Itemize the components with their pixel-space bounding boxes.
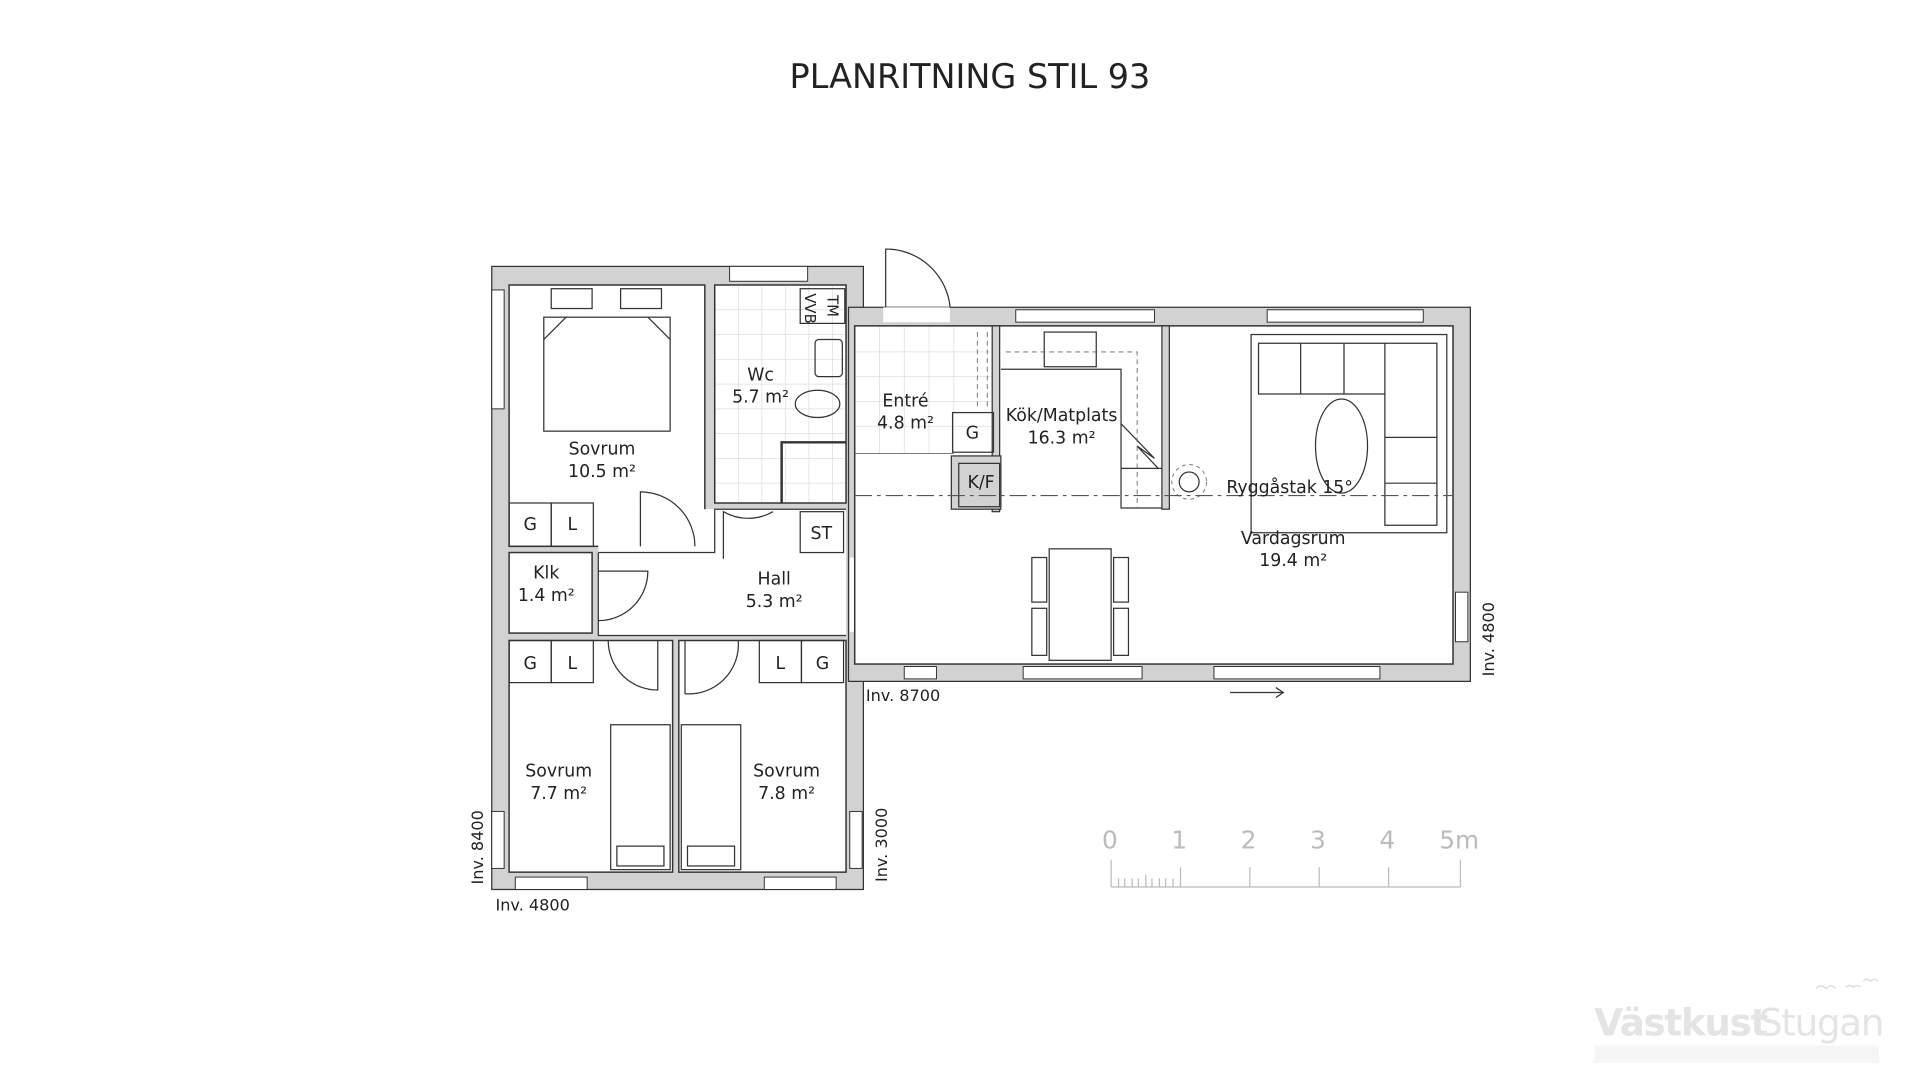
- logo: Västkust Stugan: [1594, 978, 1884, 1063]
- wardrobe-label: G: [816, 654, 829, 674]
- wardrobe-label: G: [523, 515, 536, 535]
- room-area: 4.8 m²: [877, 414, 934, 434]
- room-name: Wc: [747, 365, 774, 385]
- washer-label: TM: [823, 294, 841, 317]
- room-name: Vardagsrum: [1241, 529, 1346, 549]
- dimension-label: Inv. 4800: [1479, 602, 1498, 676]
- room-area: 10.5 m²: [568, 462, 636, 482]
- room-area: 16.3 m²: [1028, 429, 1096, 449]
- room-name: Hall: [758, 570, 791, 590]
- room-area: 19.4 m²: [1259, 551, 1327, 571]
- linen-label: L: [567, 515, 577, 535]
- page-title: PLANRITNING STIL 93: [790, 57, 1151, 96]
- dimension-label: Inv. 3000: [872, 808, 891, 882]
- room-name: Klk: [533, 564, 559, 584]
- scale-bar: 0 1 2 3 4 5m: [1102, 826, 1479, 888]
- rooms: [508, 284, 1454, 873]
- doors: [598, 248, 951, 695]
- birds-icon: [1815, 978, 1879, 990]
- room-area: 5.3 m²: [746, 592, 803, 612]
- logo-text-light: Stugan: [1759, 1002, 1883, 1045]
- linen-label: L: [567, 654, 577, 674]
- room-area: 1.4 m²: [518, 586, 575, 606]
- room-area: 7.8 m²: [758, 784, 815, 804]
- storage-label: ST: [810, 524, 832, 544]
- scale-tick-label: 0: [1102, 826, 1118, 855]
- scale-tick-label: 3: [1310, 826, 1326, 855]
- room-name: Kök/Matplats: [1006, 406, 1118, 426]
- room-labels: Sovrum 10.5 m² Wc 5.7 m² Entré 4.8 m² Kö…: [518, 293, 1353, 804]
- furniture: [508, 288, 1454, 871]
- scale-tick-label: 2: [1241, 826, 1257, 855]
- room-area: 5.7 m²: [732, 388, 789, 408]
- room-name: Sovrum: [569, 440, 636, 460]
- room-name: Sovrum: [525, 762, 592, 782]
- scale-tick-label: 4: [1379, 826, 1395, 855]
- wardrobe-label: G: [966, 424, 979, 444]
- scale-tick-label: 5m: [1439, 826, 1479, 855]
- dimensions: Inv. 8700 Inv. 4800 Inv. 8400 Inv. 3000 …: [468, 602, 1498, 915]
- logo-text-bold: Västkust: [1594, 1002, 1767, 1045]
- roof-note: Ryggåstak 15°: [1226, 477, 1353, 498]
- dimension-label: Inv. 8400: [468, 810, 487, 884]
- scale-tick-label: 1: [1171, 826, 1187, 855]
- water-heater-label: VVB: [801, 293, 819, 324]
- wardrobe-label: G: [523, 654, 536, 674]
- linen-label: L: [776, 654, 786, 674]
- fridge-freezer-label: K/F: [967, 473, 994, 493]
- room-name: Entré: [882, 391, 928, 411]
- room-name: Sovrum: [753, 762, 820, 782]
- dimension-label: Inv. 4800: [495, 896, 569, 915]
- dimension-label: Inv. 8700: [866, 686, 940, 705]
- room-area: 7.7 m²: [530, 784, 587, 804]
